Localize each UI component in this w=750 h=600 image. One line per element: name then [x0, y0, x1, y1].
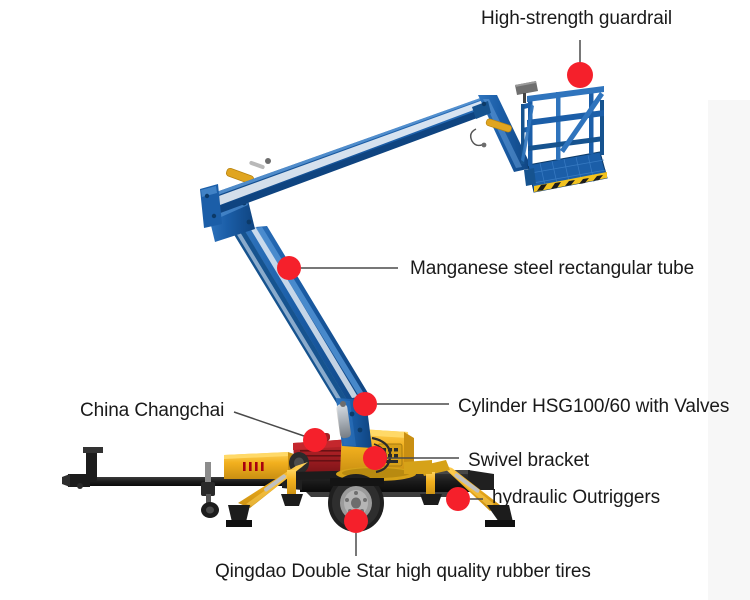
marker-china-changchai[interactable] [303, 428, 327, 452]
marker-swivel-bracket[interactable] [363, 446, 387, 470]
callout-label-high-strength-guardrail: High-strength guardrail [481, 8, 672, 29]
upper-boom-section [200, 96, 488, 228]
right-edge-band [708, 0, 750, 600]
platform-control-console [515, 81, 538, 103]
knuckle-leveling-cylinder [225, 158, 271, 185]
high-strength-guardrail [521, 86, 604, 166]
callout-label-manganese-steel-rectangular-tube: Manganese steel rectangular tube [410, 258, 695, 279]
lift-cylinder [336, 401, 351, 439]
hydraulic-outrigger-front-inner [281, 470, 303, 506]
marker-hydraulic-outriggers[interactable] [446, 487, 470, 511]
callout-label-hydraulic-outriggers: hydraulic Outriggers [492, 487, 661, 508]
work-platform-basket [515, 81, 608, 193]
right-edge-band-top-gap [708, 0, 750, 100]
marker-qingdao-double-star-tires[interactable] [344, 509, 368, 533]
marker-high-strength-guardrail[interactable] [567, 62, 593, 88]
marker-cylinder-hsg100-60-with-valves[interactable] [353, 392, 377, 416]
lower-boom-section [233, 226, 371, 404]
hydraulic-outrigger-rear-inner [420, 472, 442, 505]
marker-manganese-steel-rectangular-tube[interactable] [277, 256, 301, 280]
callout-label-qingdao-double-star-tires: Qingdao Double Star high quality rubber … [215, 561, 591, 582]
rear-mount-bracket [404, 460, 432, 474]
callout-label-china-changchai: China Changchai [80, 400, 225, 421]
callout-label-swivel-bracket: Swivel bracket [468, 450, 590, 471]
tow-bar-hitch [62, 447, 317, 518]
jib-leveling-cylinder [469, 118, 512, 148]
boom-tip-riser [472, 95, 532, 172]
callout-label-cylinder-hsg100-60-with-valves: Cylinder HSG100/60 with Valves [458, 396, 730, 417]
